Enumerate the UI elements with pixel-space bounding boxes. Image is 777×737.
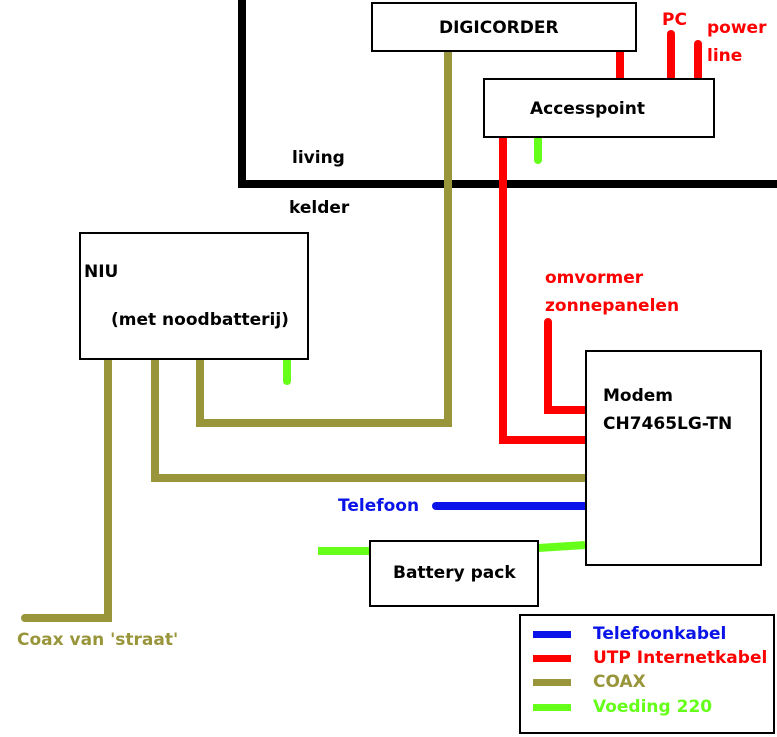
legend-label: COAX: [593, 672, 646, 692]
digicorder-box: DIGICORDER: [371, 2, 637, 52]
zonnepanelen-label: zonnepanelen: [545, 296, 680, 316]
legend-box: Telefoonkabel UTP Internetkabel COAX Voe…: [519, 614, 775, 734]
digicorder-label: DIGICORDER: [439, 18, 559, 38]
floor-divider-line: [238, 0, 777, 188]
power-label: power: [707, 18, 767, 38]
legend-label: UTP Internetkabel: [593, 648, 768, 668]
utp-accesspoint-to-modem: [499, 138, 585, 444]
legend-item-coax: COAX: [521, 670, 775, 694]
omvormer-label: omvormer: [545, 268, 644, 288]
battery-pack-box: Battery pack: [369, 540, 539, 607]
coax-digicorder-to-niu: [196, 50, 452, 427]
coax-niu-to-modem: [151, 360, 585, 482]
legend-label: Telefoonkabel: [593, 624, 727, 644]
legend-item-telefoonkabel: Telefoonkabel: [521, 622, 775, 646]
battery-pack-label: Battery pack: [393, 563, 516, 583]
legend-item-utp: UTP Internetkabel: [521, 646, 775, 670]
telefoon-label: Telefoon: [338, 496, 420, 516]
living-label: living: [292, 148, 345, 168]
legend-swatch: [533, 679, 571, 686]
modem-box: Modem CH7465LG-TN: [585, 350, 762, 566]
niu-sublabel: (met noodbatterij): [111, 310, 289, 330]
coax-straat-to-niu: [21, 356, 112, 622]
modem-model-label: CH7465LG-TN: [603, 414, 733, 434]
modem-label: Modem: [603, 386, 674, 406]
voeding-battery-to-modem: [537, 541, 586, 552]
utp-omvormer-to-modem: [544, 318, 589, 414]
legend-label: Voeding 220: [593, 697, 713, 717]
accesspoint-box: Accesspoint: [483, 78, 715, 138]
kelder-label: kelder: [289, 198, 350, 218]
accesspoint-label: Accesspoint: [530, 99, 645, 119]
legend-swatch: [533, 655, 571, 662]
niu-box: NIU (met noodbatterij): [79, 232, 309, 360]
legend-swatch: [533, 704, 571, 711]
niu-label: NIU: [84, 262, 119, 282]
coax-straat-label: Coax van 'straat': [17, 630, 179, 650]
legend-item-voeding: Voeding 220: [521, 695, 775, 719]
legend-swatch: [533, 631, 571, 638]
pc-label: PC: [662, 10, 687, 30]
line-label: line: [707, 46, 743, 66]
